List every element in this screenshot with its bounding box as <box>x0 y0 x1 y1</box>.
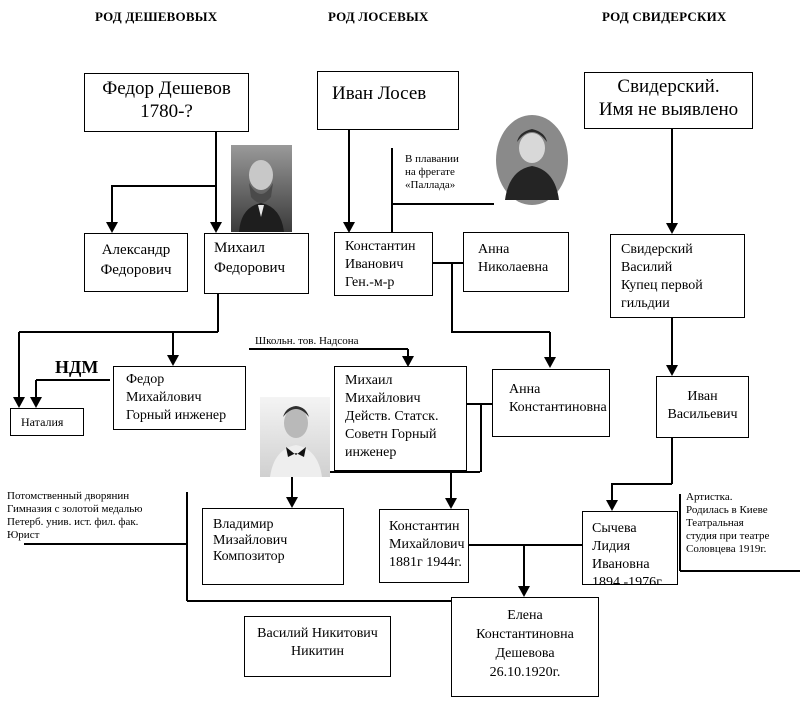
note-actress: Артистка. Родилась в Киеве Театральная с… <box>686 491 770 555</box>
person-sycheva-lidia-name: Сычева Лидия Ивановна 1894 -1976г <box>592 521 662 585</box>
person-ivan-vasilievich: Иван Васильевич <box>656 376 749 438</box>
person-anna-nikolaevna: Анна Николаевна <box>463 232 569 292</box>
person-konstantin-mikhailovich-name: Константин Михайлович 1881г 1944г. <box>389 519 465 570</box>
label-ndm: НДМ <box>55 357 99 377</box>
person-fedor-mikhailovich: Федор Михайлович Горный инженер <box>113 366 246 430</box>
photo-anna-nikolaevna <box>495 114 569 206</box>
person-vasily-nikitin-name: Василий Никитович Никитин <box>257 626 378 659</box>
person-fedor-deshevov-name: Федор Дешевов 1780-? <box>102 78 231 122</box>
person-mikhail-fedorovich: Михаил Федорович <box>204 233 309 294</box>
person-sycheva-lidia: Сычева Лидия Ивановна 1894 -1976г <box>582 511 678 585</box>
person-natalia-name: Наталия <box>21 415 64 429</box>
note-pallada: В плавании на фрегате «Паллада» <box>405 153 459 191</box>
person-mikhail-mikhailovich-name: Михаил Михайлович Действ. Статск. Советн… <box>345 373 439 460</box>
person-ivan-vasilievich-name: Иван Васильевич <box>667 389 738 422</box>
person-mikhail-mikhailovich: Михаил Михайлович Действ. Статск. Советн… <box>334 366 467 471</box>
person-vladimir-mikhailovich-name: Владимир Мизайлович Композитор <box>213 517 288 564</box>
photo-vladimir <box>260 397 330 477</box>
person-vasily-svidersky-name: Свидерский Василий Купец первой гильдии <box>621 242 703 311</box>
photo-mikhail-fedorovich <box>231 145 292 232</box>
note-vladimir-bio: Потомственный дворянин Гимназия с золото… <box>7 490 143 541</box>
header-losev: РОД ЛОСЕВЫХ <box>328 9 429 24</box>
person-vasily-nikitin: Василий Никитович Никитин <box>244 616 391 677</box>
person-elena-deshevova-name: Елена Константиновна Дешевова 26.10.1920… <box>476 608 574 680</box>
portrait-young-man-icon <box>270 406 322 477</box>
header-deshevov: РОД ДЕШЕВОВЫХ <box>95 9 218 24</box>
portrait-woman-oval-icon <box>496 115 568 205</box>
person-konstantin-ivanovich-name: Константин Иванович Ген.-м-р <box>345 239 416 290</box>
person-fedor-deshevov: Федор Дешевов 1780-? <box>84 73 249 132</box>
person-ivan-losev: Иван Лосев <box>317 71 459 130</box>
header-svidersky: РОД СВИДЕРСКИХ <box>602 9 727 24</box>
person-konstantin-ivanovich: Константин Иванович Ген.-м-р <box>334 232 433 296</box>
person-svidersky-unknown: Свидерский. Имя не выявлено <box>584 72 753 129</box>
person-ivan-losev-name: Иван Лосев <box>332 83 427 104</box>
person-natalia: Наталия <box>10 408 84 436</box>
portrait-man-icon <box>239 160 284 232</box>
note-nadson: Школьн. тов. Надсона <box>255 335 359 347</box>
person-anna-konstantinovna-name: Анна Константиновна <box>509 382 607 415</box>
person-anna-konstantinovna: Анна Константиновна <box>492 369 610 437</box>
person-aleksandr-name: Александр Федорович <box>100 242 172 278</box>
person-konstantin-mikhailovich: Константин Михайлович 1881г 1944г. <box>379 509 469 583</box>
person-mikhail-fedorovich-name: Михаил Федорович <box>214 240 286 276</box>
person-aleksandr: Александр Федорович <box>84 233 188 292</box>
person-svidersky-unknown-name: Свидерский. Имя не выявлено <box>598 76 739 120</box>
person-vasily-svidersky: Свидерский Василий Купец первой гильдии <box>610 234 745 318</box>
person-vladimir-mikhailovich: Владимир Мизайлович Композитор <box>202 508 344 585</box>
person-anna-nikolaevna-name: Анна Николаевна <box>478 242 549 275</box>
person-fedor-mikhailovich-name: Федор Михайлович Горный инженер <box>126 372 227 423</box>
person-elena-deshevova: Елена Константиновна Дешевова 26.10.1920… <box>451 597 599 697</box>
